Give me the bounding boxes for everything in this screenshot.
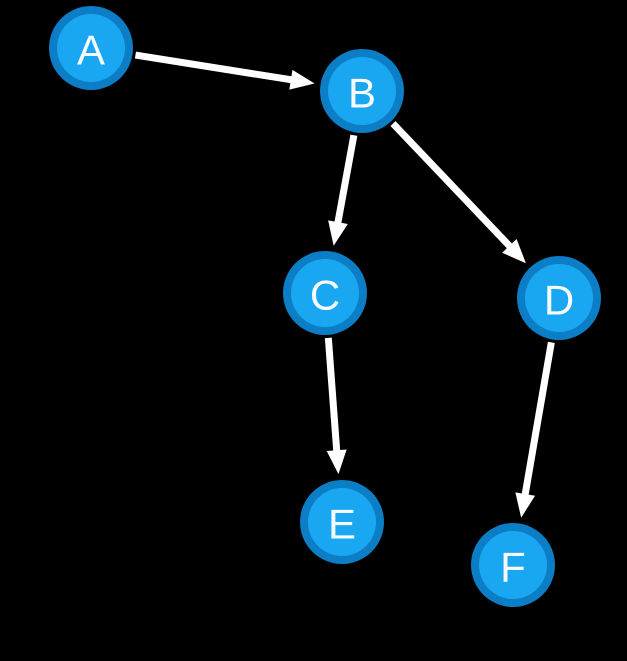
edge-arrowhead-icon — [326, 449, 347, 475]
graph-edge-C-E — [324, 337, 347, 475]
node-inner-circle — [479, 531, 547, 599]
edge-line — [134, 51, 299, 85]
edge-arrowhead-icon — [502, 238, 526, 264]
graph-node-D[interactable]: D — [517, 256, 601, 340]
graph-edge-B-D — [390, 121, 526, 264]
node-inner-circle — [525, 264, 593, 332]
edge-line — [324, 337, 341, 458]
edge-line — [520, 341, 555, 502]
graph-edge-B-C — [328, 134, 358, 246]
edge-line — [390, 121, 517, 254]
graph-edge-A-B — [134, 51, 315, 90]
edge-line — [333, 134, 358, 230]
graph-node-C[interactable]: C — [283, 251, 367, 335]
node-inner-circle — [291, 259, 359, 327]
node-inner-circle — [57, 14, 125, 82]
edge-arrowhead-icon — [515, 492, 536, 518]
node-inner-circle — [308, 488, 376, 556]
edge-arrowhead-icon — [289, 69, 315, 90]
graph-edge-D-F — [515, 341, 555, 518]
edge-arrowhead-icon — [328, 220, 348, 246]
node-inner-circle — [328, 57, 396, 125]
graph-node-A[interactable]: A — [49, 6, 133, 90]
graph-node-B[interactable]: B — [320, 49, 404, 133]
graph-node-E[interactable]: E — [300, 480, 384, 564]
graph-node-F[interactable]: F — [471, 523, 555, 607]
